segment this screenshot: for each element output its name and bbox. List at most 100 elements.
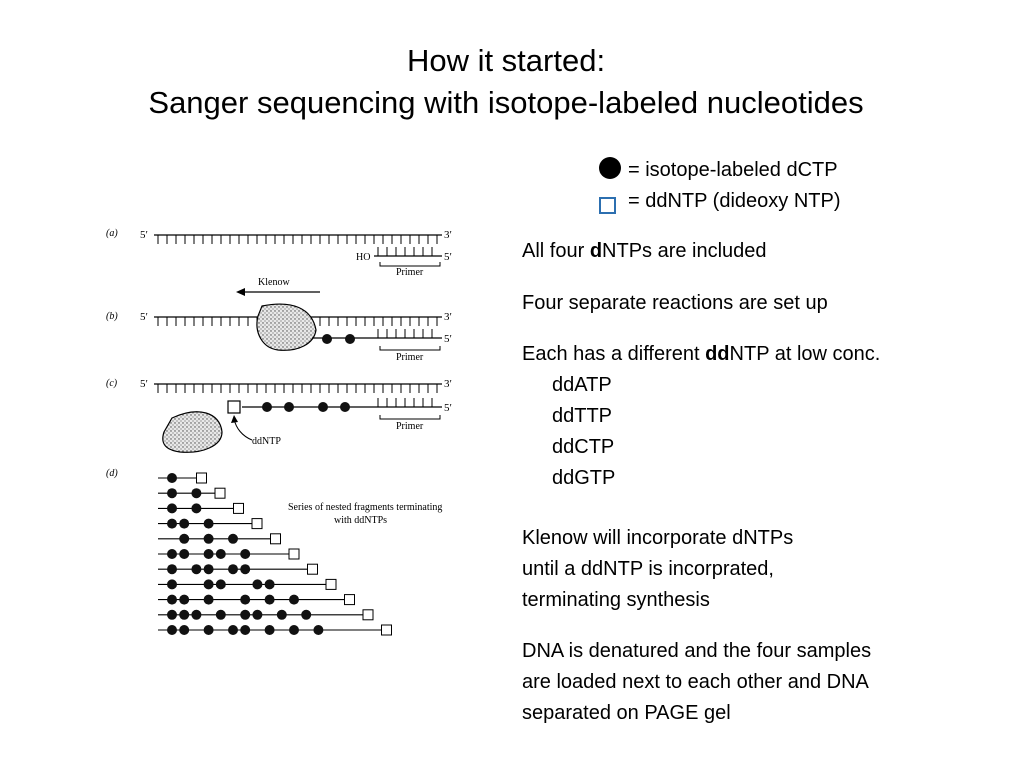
template-bases [157,235,438,244]
labeled-nucleotide [322,334,332,344]
labeled-nucleotide [179,594,190,605]
ddntp-label: ddNTP [252,436,281,447]
labeled-nucleotide [167,579,177,590]
ddntp-square-icon [344,594,355,606]
ddntp-square-icon [325,578,337,590]
labeled-nucleotide [318,402,328,412]
ddntp-square-icon [362,609,374,621]
text-p1: All four dNTPs are included [522,240,767,262]
labeled-nucleotide [167,625,177,635]
labeled-nucleotide [203,594,214,605]
ddntp-square-icon [196,472,207,484]
five-prime-label: 5′ [140,311,148,323]
three-prime-label: 3′ [444,311,452,323]
three-prime-label: 3′ [444,229,452,241]
title-line-1: How it started: [406,43,606,78]
labeled-nucleotide [284,402,294,412]
labeled-nucleotide [313,625,324,635]
ddntp-square-icon [227,400,241,414]
title-line-2: Sanger sequencing with isotope-labeled n… [148,85,864,120]
labeled-nucleotide [167,518,177,529]
text-p2: Four separate reactions are set up [522,292,828,314]
labeled-nucleotide [240,564,251,575]
labeled-nucleotide [276,609,287,620]
dd-item: ddATP [552,374,612,396]
labeled-nucleotide [179,625,190,635]
panel-label-a: (a) [106,228,118,239]
labeled-nucleotide [264,579,275,590]
labeled-nucleotide [240,549,251,559]
labeled-nucleotide [345,334,355,344]
labeled-nucleotide [191,609,202,620]
labeled-nucleotide [179,533,190,544]
labeled-nucleotide [289,625,299,635]
primer-bracket [379,415,441,420]
primer-bracket [379,346,441,351]
dd-item: ddGTP [552,467,616,489]
primer-label: Primer [396,267,424,278]
primer-bracket [379,262,441,267]
nested-caption: Series of nested fragments terminating [288,502,442,513]
arrow-head [236,288,245,296]
labeled-nucleotide [228,564,238,575]
labeled-nucleotide [167,473,177,483]
nested-fragments [158,472,392,636]
labeled-nucleotide [167,503,177,514]
labeled-nucleotide [179,609,190,620]
labeled-nucleotide [203,564,214,575]
filled-circle-icon [599,157,621,179]
labeled-nucleotide [167,594,177,605]
labeled-nucleotide [264,594,275,605]
text-p5: DNA is denatured and the four samples ar… [522,640,872,724]
labeled-nucleotide [179,549,190,559]
labeled-nucleotide [252,609,263,620]
ddntp-square-icon [288,548,300,560]
labeled-nucleotide [262,402,272,412]
labeled-nucleotide [240,609,251,620]
primer-label: Primer [396,421,424,432]
five-prime-label: 5′ [444,251,452,263]
labeled-nucleotide [167,564,177,575]
ddntp-square-icon [270,533,281,545]
labeled-nucleotide [203,579,214,590]
open-square-icon [599,197,616,214]
klenow-enzyme [256,303,317,351]
primer-bases [377,398,433,407]
labeled-nucleotide [240,625,251,635]
panel-label-c: (c) [106,378,118,389]
labeled-nucleotide [240,594,251,605]
five-prime-label: 5′ [444,333,452,345]
labeled-nucleotide [191,488,202,499]
panel-label-d: (d) [106,468,118,479]
labeled-nucleotide [203,518,214,529]
five-prime-label: 5′ [140,229,148,241]
labeled-nucleotide [167,609,177,620]
labeled-nucleotide [340,402,350,412]
panel-label-b: (b) [106,311,118,322]
legend-square-label: = ddNTP (dideoxy NTP) [628,190,841,212]
labeled-nucleotide [203,625,214,635]
labeled-nucleotide [264,625,275,635]
labeled-nucleotide [289,594,299,605]
labeled-nucleotide [167,549,177,559]
labeled-nucleotide [191,564,202,575]
labeled-nucleotide [301,609,312,620]
ho-label: HO [356,252,370,263]
labeled-nucleotide [215,549,226,559]
labeled-nucleotide [252,579,263,590]
slide-title: How it started: Sanger sequencing with i… [0,40,1012,124]
labeled-nucleotide [215,579,226,590]
ddntp-square-icon [251,518,263,530]
legend-dot-label: = isotope-labeled dCTP [628,159,838,181]
labeled-nucleotide [179,518,190,529]
dd-item: ddTTP [552,405,613,427]
labeled-nucleotide [203,549,214,559]
labeled-nucleotide [167,488,177,499]
three-prime-label: 3′ [444,378,452,390]
primer-label: Primer [396,352,424,363]
ddntp-square-icon [307,563,318,575]
klenow-enzyme [162,411,223,453]
primer-bases [377,247,433,256]
text-p4: Klenow will incorporate dNTPs until a dd… [522,527,794,611]
labeled-nucleotide [203,533,214,544]
